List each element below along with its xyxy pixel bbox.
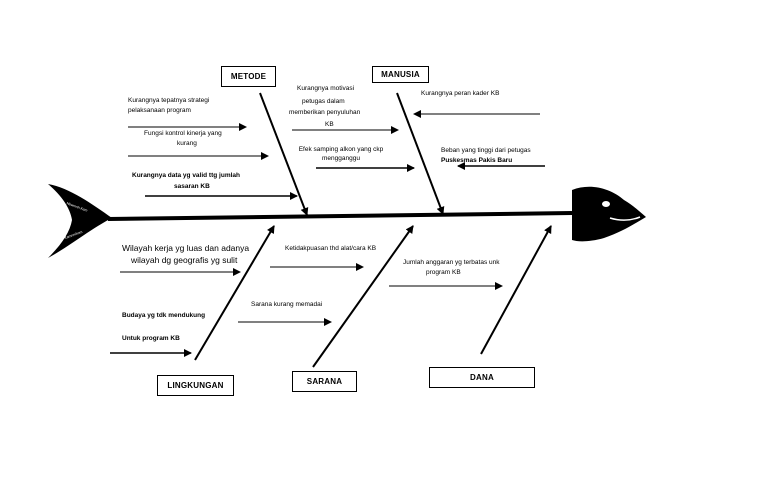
spine <box>107 211 573 221</box>
bone-dana <box>480 225 552 355</box>
category-lingkungan: LINGKUNGAN <box>157 375 234 396</box>
cause-manusia-3: Kurangnya peran kader KB <box>421 90 500 97</box>
cause-manusia-1a: Kurangnya motivasi <box>297 85 355 92</box>
cause-manusia-1c: memberikan penyuluhan <box>289 109 361 116</box>
bone-sarana <box>312 225 414 368</box>
cause-lingkungan-2a: Budaya yg tdk mendukung <box>122 312 206 319</box>
category-metode: METODE <box>221 66 276 87</box>
cause-manusia-4b: Puskesmas Pakis Baru <box>441 157 513 164</box>
cause-manusia-1d: KB <box>325 121 334 128</box>
category-manusia: MANUSIA <box>372 66 429 83</box>
cause-manusia-4a: Beban yang tinggi dari petugas <box>441 147 531 154</box>
cause-metode-2b: kurang <box>177 140 197 147</box>
cause-sarana-1: Ketidakpuasan thd alat/cara KB <box>285 245 377 252</box>
cause-dana-1b: program KB <box>426 269 461 276</box>
cause-metode-1b: pelaksanaan program <box>128 107 191 114</box>
cause-sarana-2: Sarana kurang memadai <box>251 301 323 308</box>
fish-mouth <box>609 216 641 221</box>
category-dana: DANA <box>429 367 535 388</box>
cause-lingkungan-2b: Untuk program KB <box>122 335 180 342</box>
fish-eye <box>602 201 610 207</box>
cause-lingkungan-1a: Wilayah kerja yg luas dan adanya <box>122 243 250 253</box>
cause-manusia-1b: petugas dalam <box>302 98 345 105</box>
fish-tail <box>48 184 112 258</box>
cause-lingkungan-1b: wilayah dg geografis yg sulit <box>131 255 238 265</box>
cause-metode-3a: Kurangnya data yg valid ttg jumlah <box>132 172 240 179</box>
category-sarana: SARANA <box>292 371 357 392</box>
cause-metode-1a: Kurangnya tepatnya strategi <box>128 97 210 104</box>
bone-manusia <box>396 92 445 215</box>
cause-dana-1a: Jumlah anggaran yg terbatas unk <box>403 259 500 266</box>
cause-metode-2a: Fungsi kontrol kinerja yang <box>144 130 222 137</box>
bone-metode <box>259 92 309 216</box>
cause-metode-3b: sasaran KB <box>174 183 210 190</box>
fish-head <box>572 186 646 242</box>
cause-manusia-2: Efek samping alkon yang ckp mengganggu <box>298 146 384 162</box>
bone-lingkungan <box>194 225 275 361</box>
